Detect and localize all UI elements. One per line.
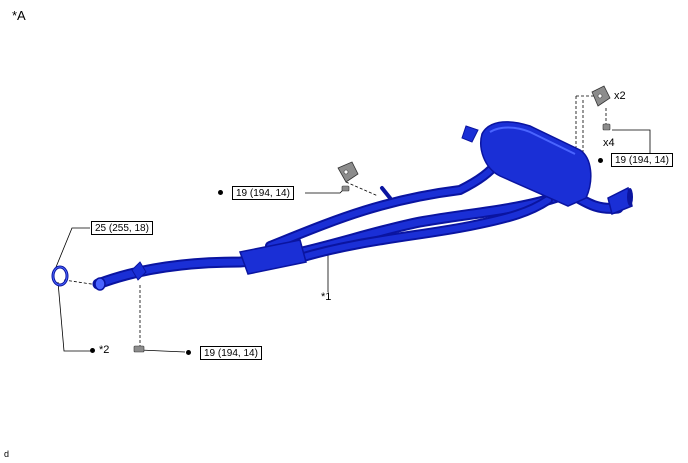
nut-front bbox=[341, 185, 350, 192]
torque-label-rear-nuts: 19 (194, 14) bbox=[611, 153, 673, 167]
torque-bullet-rear bbox=[598, 158, 603, 163]
muffler-hanger-bracket bbox=[461, 125, 479, 143]
muffler-highlight bbox=[489, 126, 576, 155]
qty-nuts: x4 bbox=[603, 137, 615, 149]
callout-gasket: *2 bbox=[99, 344, 110, 356]
front-hanger-bracket bbox=[131, 261, 147, 281]
resonator bbox=[238, 239, 307, 275]
corner-code: d bbox=[4, 449, 10, 459]
bolt-bottom bbox=[133, 345, 145, 353]
front-pipe-inlet bbox=[94, 277, 106, 291]
rear-muffler bbox=[480, 121, 592, 207]
tail-pipe-tip bbox=[607, 186, 633, 216]
view-label: *A bbox=[12, 8, 26, 23]
tail-pipe-opening bbox=[627, 188, 633, 206]
rubber-hanger-front bbox=[337, 161, 359, 183]
torque-bullet-bottom bbox=[186, 350, 191, 355]
qty-upper-hangers: x2 bbox=[614, 90, 626, 102]
torque-label-bottom-bolt: 19 (194, 14) bbox=[200, 346, 262, 360]
torque-label-front-hanger: 19 (194, 14) bbox=[232, 186, 294, 200]
torque-bullet-front bbox=[218, 190, 223, 195]
torque-label-clamp: 25 (255, 18) bbox=[91, 221, 153, 235]
callout-assembly: *1 bbox=[321, 291, 332, 303]
callout-bullet-gasket bbox=[90, 348, 95, 353]
exhaust-pipe-assembly bbox=[92, 157, 624, 290]
gasket-ring bbox=[51, 265, 69, 287]
nut-rear bbox=[602, 123, 611, 131]
leader-lines bbox=[53, 129, 651, 353]
rubber-hanger-rear bbox=[591, 85, 611, 107]
